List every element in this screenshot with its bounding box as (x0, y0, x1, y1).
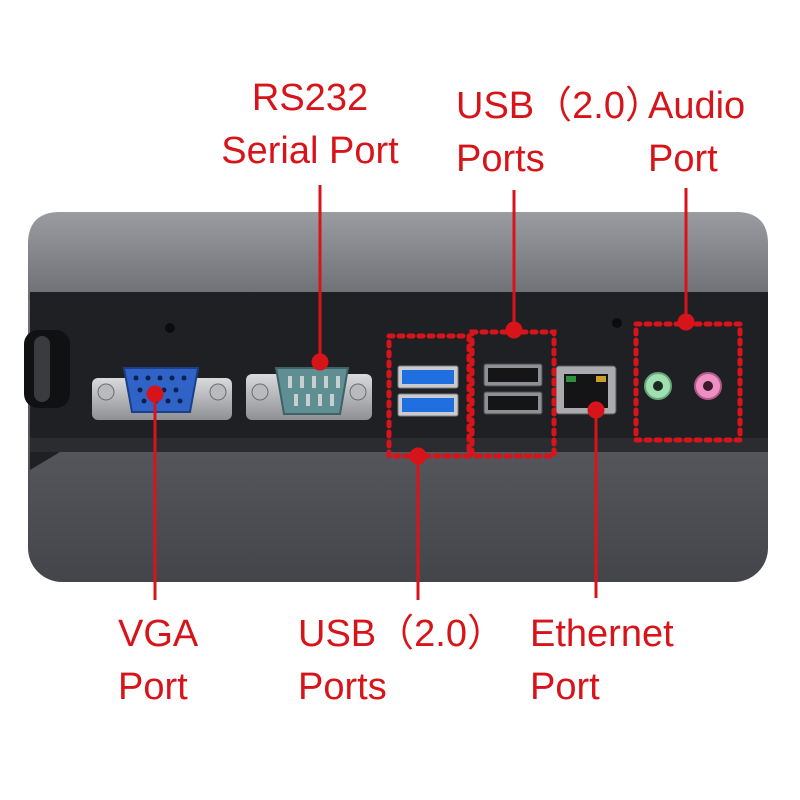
vga-port-label: VGA Port (118, 608, 198, 714)
audio-label-line1: Audio (648, 85, 746, 127)
vga-label-line2: Port (118, 666, 188, 708)
vga-label-line1: VGA (118, 613, 199, 655)
usb-top-label-line1: USB（2.0） (456, 85, 663, 127)
ethernet-leader-dot (587, 401, 605, 419)
screw-hole (612, 318, 622, 328)
ethernet-label-line1: Ethernet (530, 613, 674, 655)
usb-top-ports-label: USB（2.0） Ports (456, 80, 663, 186)
usb-top-label-line2: Ports (456, 138, 545, 180)
power-knob (24, 330, 70, 408)
usb-ports-right (483, 363, 543, 415)
audio-port-label: Audio Port (648, 80, 745, 186)
rs232-leader-dot (311, 353, 329, 371)
usb-top-leader-dot (505, 321, 523, 339)
usb-bottom-ports-label: USB（2.0） Ports (298, 608, 505, 714)
ethernet-jack (555, 365, 617, 415)
audio-label-line2: Port (648, 138, 718, 180)
usb-left-highlight-box (386, 333, 472, 459)
audio-jacks (644, 372, 722, 400)
ethernet-label-line2: Port (530, 666, 600, 708)
usb-ports-left (397, 365, 459, 417)
screw-hole (165, 323, 175, 333)
ethernet-port-label: Ethernet Port (530, 608, 674, 714)
usb-bottom-label-line2: Ports (298, 666, 387, 708)
rs232-label-line2: Serial Port (221, 130, 399, 172)
rs232-serial-port-label: RS232 Serial Port (200, 72, 420, 178)
usb-bottom-leader-dot (409, 447, 427, 465)
rs232-label-line1: RS232 (251, 77, 369, 119)
usb-bottom-label-line1: USB（2.0） (298, 613, 505, 655)
serial-connector (246, 367, 372, 420)
vga-leader-dot (146, 385, 164, 403)
audio-leader-dot (677, 313, 695, 331)
